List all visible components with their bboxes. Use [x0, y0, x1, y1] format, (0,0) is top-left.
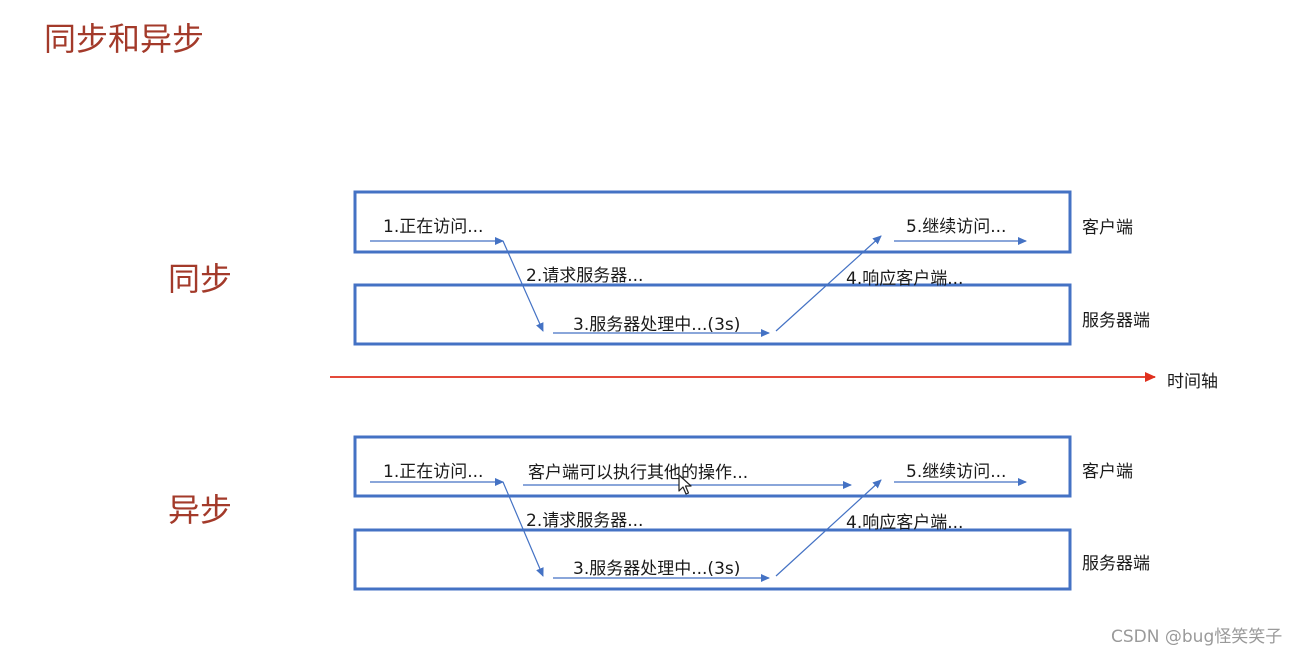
watermark: CSDN @bug怪笑笑子 [1111, 627, 1283, 647]
sync-step5-label: 5.继续访问... [906, 217, 1007, 237]
async-step3-label: 3.服务器处理中...(3s) [573, 559, 741, 579]
async-server-box [353, 528, 1072, 591]
sync-client-box [353, 190, 1072, 254]
timeline-label: 时间轴 [1167, 372, 1218, 392]
sync-step1-label: 1.正在访问... [383, 217, 484, 237]
page-title: 同步和异步 [44, 20, 205, 58]
async-client-box [353, 435, 1072, 498]
sync-server-label: 服务器端 [1082, 311, 1150, 331]
mouse-pointer-icon [678, 474, 692, 495]
async-server-label: 服务器端 [1082, 554, 1150, 574]
sync-step3-label: 3.服务器处理中...(3s) [573, 315, 741, 335]
async-section-label: 异步 [168, 491, 233, 529]
sync-step4-label: 4.响应客户端... [846, 269, 964, 289]
sync-arrow-step4 [775, 235, 882, 332]
sync-server-box [353, 283, 1072, 346]
async-step2-label: 2.请求服务器... [526, 511, 644, 531]
sync-section-label: 同步 [168, 260, 233, 298]
sync-arrow-step2 [502, 240, 544, 332]
async-arrow-step2 [502, 481, 544, 577]
async-step4-label: 4.响应客户端... [846, 513, 964, 533]
sync-step2-label: 2.请求服务器... [526, 266, 644, 286]
async-client-other-label: 客户端可以执行其他的操作... [528, 463, 749, 483]
async-step5-label: 5.继续访问... [906, 462, 1007, 482]
async-client-label: 客户端 [1082, 462, 1133, 482]
async-step1-label: 1.正在访问... [383, 462, 484, 482]
sync-client-label: 客户端 [1082, 218, 1133, 238]
async-arrow-step4 [775, 479, 882, 577]
